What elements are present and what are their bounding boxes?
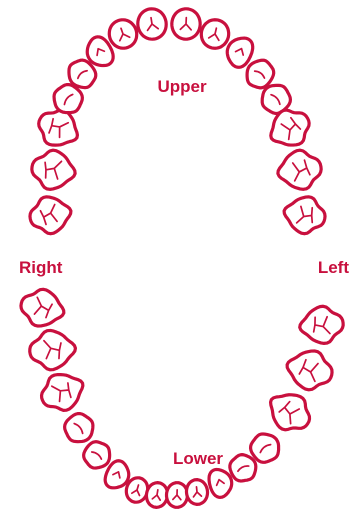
tooth-outline bbox=[17, 285, 68, 331]
upper-arch bbox=[27, 7, 329, 237]
tooth-outline bbox=[298, 304, 345, 345]
tooth-outline bbox=[27, 193, 75, 237]
upper-tooth bbox=[198, 17, 231, 51]
tooth-outline bbox=[275, 147, 324, 193]
lower-arch bbox=[17, 285, 345, 509]
upper-tooth bbox=[281, 193, 329, 237]
left-label: Left bbox=[318, 258, 350, 277]
tooth-outline bbox=[35, 366, 90, 417]
lower-tooth bbox=[35, 366, 90, 417]
right-label: Right bbox=[19, 258, 63, 277]
lower-tooth bbox=[28, 329, 77, 372]
tooth-outline bbox=[29, 147, 78, 193]
upper-tooth bbox=[27, 193, 75, 237]
lower-tooth bbox=[298, 304, 345, 345]
lower-tooth bbox=[283, 346, 337, 395]
upper-tooth bbox=[171, 8, 201, 40]
upper-tooth bbox=[275, 147, 324, 193]
lower-label: Lower bbox=[173, 449, 223, 468]
tooth-outline bbox=[261, 384, 318, 439]
tooth-outline bbox=[281, 193, 329, 237]
lower-tooth bbox=[261, 384, 318, 439]
upper-tooth bbox=[136, 7, 169, 41]
tooth-outline bbox=[283, 346, 337, 395]
lower-tooth bbox=[185, 479, 208, 506]
upper-tooth bbox=[29, 147, 78, 193]
lower-tooth bbox=[166, 482, 188, 507]
lower-tooth bbox=[17, 285, 68, 331]
upper-label: Upper bbox=[157, 77, 207, 96]
tooth-outline bbox=[28, 329, 77, 372]
